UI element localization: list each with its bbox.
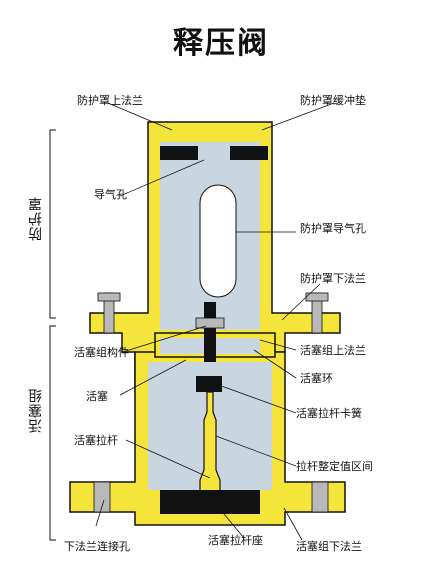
rod-clip: [196, 376, 222, 392]
label-piston-rod: 活塞拉杆: [74, 434, 118, 447]
cushion-pad-right: [230, 146, 268, 160]
label-upper-flange: 防护罩上法兰: [77, 94, 143, 107]
label-rod-spring: 活塞拉杆卡簧: [296, 407, 362, 420]
lower-flange-hole-left: [93, 481, 111, 513]
cushion-pad-left: [160, 146, 198, 160]
group-label-piston: 活塞组: [28, 388, 44, 433]
rod-nut: [195, 317, 225, 329]
label-piston-ring: 活塞环: [300, 372, 333, 385]
lower-flange-hole-right: [311, 481, 329, 513]
label-rod-seat: 活塞拉杆座: [208, 534, 263, 547]
label-piston-upper-flange: 活塞组上法兰: [300, 344, 366, 357]
leader-lines: [95, 102, 335, 541]
shield-bracket: [49, 129, 56, 319]
page-title: 释压阀: [173, 26, 269, 61]
piston-bracket: [49, 325, 56, 541]
label-shield-lower-flange: 防护罩下法兰: [300, 272, 366, 285]
label-lower-flange-hole: 下法兰连接孔: [64, 540, 130, 553]
label-shield-vent-hole: 防护罩导气孔: [300, 222, 366, 235]
label-rod-adjust-range: 拉杆整定值区间: [296, 460, 373, 473]
label-vent-hole: 导气孔: [94, 188, 127, 201]
label-piston: 活塞: [86, 390, 108, 403]
label-piston-components: 活塞组构件: [74, 346, 129, 359]
threaded-rod: [204, 302, 216, 362]
label-piston-lower-flange: 活塞组下法兰: [296, 540, 362, 553]
group-label-shield: 防护罩: [28, 196, 44, 241]
vent-slot: [199, 184, 237, 298]
rod-seat: [160, 490, 260, 514]
left-bolt-head: [97, 292, 121, 302]
label-cushion-pad: 防护罩缓冲垫: [300, 94, 366, 107]
